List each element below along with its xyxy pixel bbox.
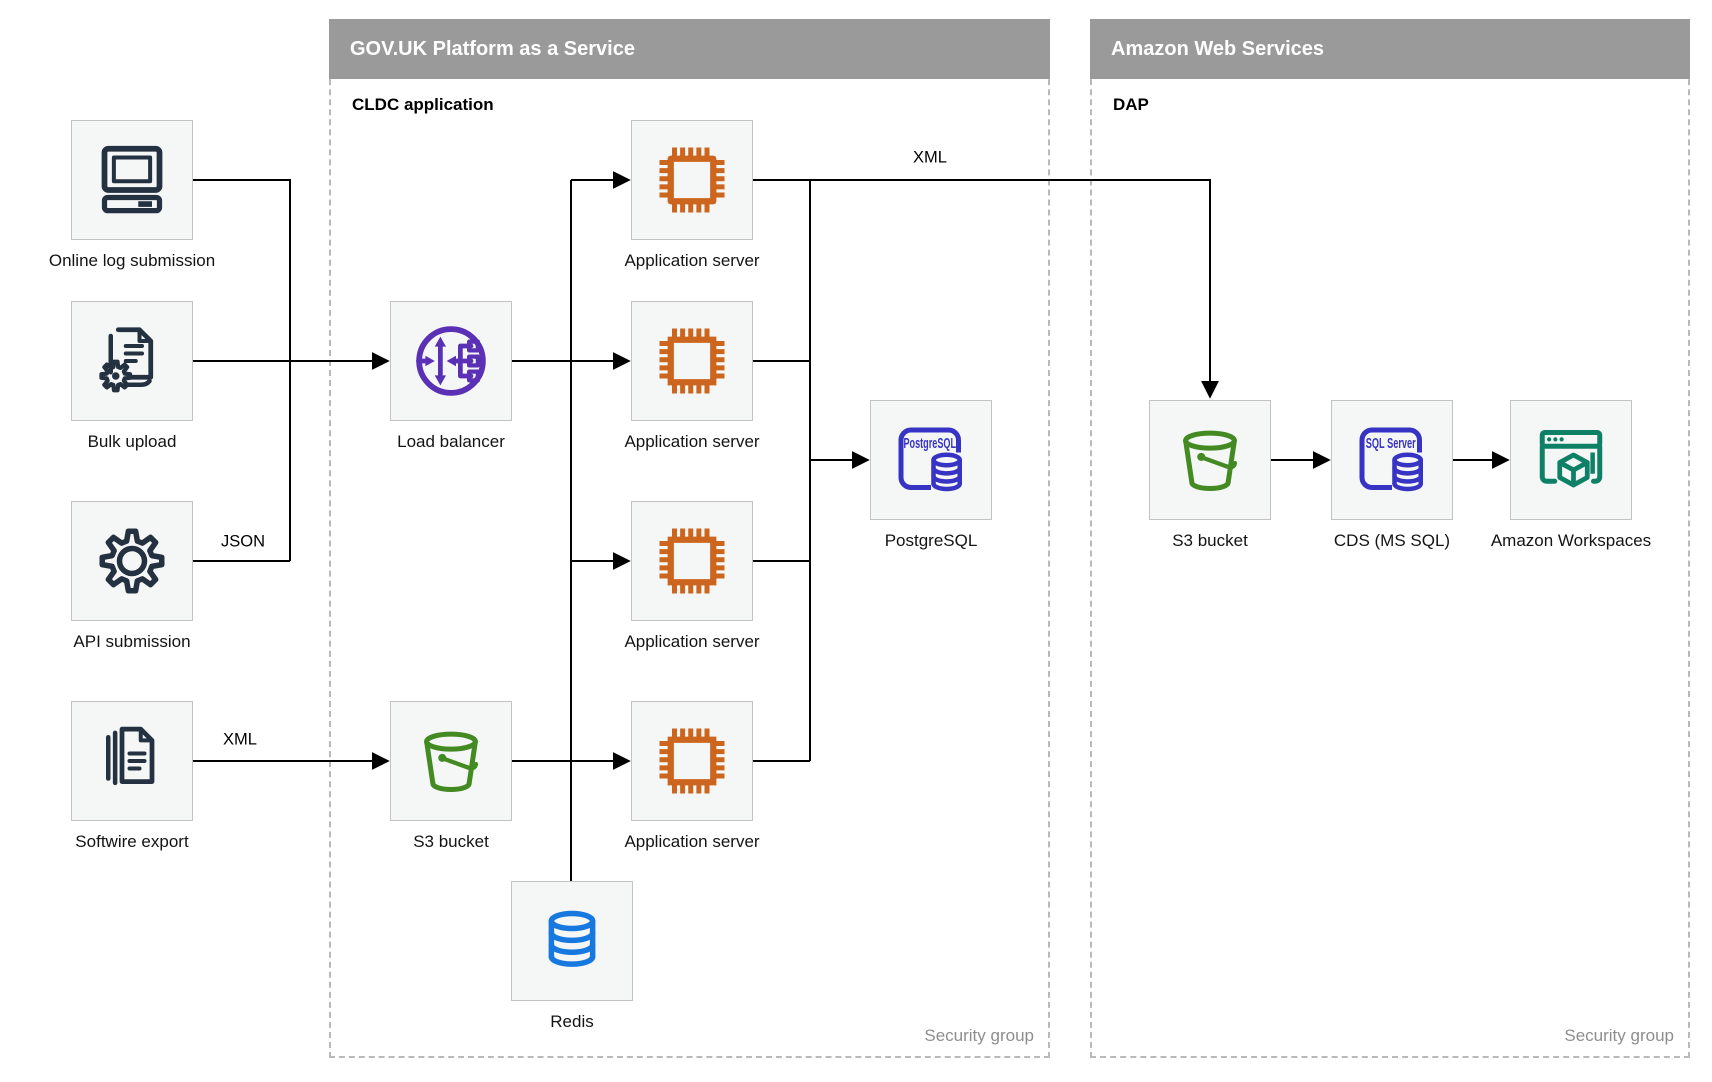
chip-icon xyxy=(659,147,725,213)
database-cylinder-icon xyxy=(548,910,596,967)
node-s3-bucket-paas: S3 bucket xyxy=(390,701,512,851)
panel-govuk-paas-title: GOV.UK Platform as a Service xyxy=(329,19,1050,79)
node-application-server-3: Application server xyxy=(624,501,760,651)
node-application-server-2: Application server xyxy=(624,301,760,451)
panel-govuk-paas: GOV.UK Platform as a Service CLDC applic… xyxy=(329,19,1050,1058)
node-label: Bulk upload xyxy=(87,432,177,451)
security-group-label: Security group xyxy=(1564,1026,1674,1045)
node-application-server-4: Application server xyxy=(624,701,760,851)
node-label: Amazon Workspaces xyxy=(1490,531,1652,550)
svg-text:SQL Server: SQL Server xyxy=(1366,436,1416,452)
bucket-icon xyxy=(424,731,479,792)
node-redis: Redis xyxy=(511,881,633,1031)
sql-server-database-icon: SQL Server xyxy=(1359,427,1425,492)
node-label: CDS (MS SQL) xyxy=(1333,531,1451,550)
node-label: Application server xyxy=(624,432,760,451)
edge-label-json: JSON xyxy=(220,532,266,551)
node-label: Softwire export xyxy=(75,832,189,851)
node-label: API submission xyxy=(73,632,191,651)
edge-label-xml: XML xyxy=(913,148,947,167)
node-s3-bucket-aws: S3 bucket xyxy=(1149,400,1271,550)
panel-aws-title: Amazon Web Services xyxy=(1090,19,1690,79)
chip-icon xyxy=(652,721,732,801)
load-balancer-icon xyxy=(416,326,486,396)
node-cds-ms-sql: SQL Server CDS (MS SQL) xyxy=(1331,400,1453,550)
node-label: Redis xyxy=(550,1012,594,1031)
workspaces-window-cube-icon xyxy=(1539,430,1603,488)
node-label: Application server xyxy=(624,832,760,851)
node-online-log-submission: Online log submission xyxy=(49,120,215,270)
postgresql-database-icon: PostgreSQL xyxy=(898,427,964,492)
edge-label-xml: XML xyxy=(223,730,257,749)
chip-icon xyxy=(652,521,732,601)
security-group-label: Security group xyxy=(924,1026,1034,1045)
node-label: Application server xyxy=(624,632,760,651)
node-api-submission: API submission xyxy=(71,501,193,651)
node-label: Application server xyxy=(624,251,760,270)
stacked-documents-icon xyxy=(106,726,155,786)
node-application-server-1: Application server xyxy=(624,120,760,270)
gear-icon xyxy=(99,528,165,594)
node-label: Online log submission xyxy=(48,251,216,270)
node-load-balancer: Load balancer xyxy=(390,301,512,451)
panel-aws-subtitle: DAP xyxy=(1113,95,1149,114)
bucket-icon xyxy=(1183,430,1238,491)
node-label: PostgreSQL xyxy=(884,531,978,550)
panel-govuk-paas-subtitle: CLDC application xyxy=(352,95,494,114)
node-label: Load balancer xyxy=(397,432,505,451)
node-label: S3 bucket xyxy=(1172,531,1248,550)
node-postgresql: PostgreSQL PostgreSQL xyxy=(870,400,992,550)
desktop-computer-icon xyxy=(101,145,163,214)
chip-icon xyxy=(652,321,732,401)
node-bulk-upload: Bulk upload xyxy=(71,301,193,451)
svg-text:PostgreSQL: PostgreSQL xyxy=(904,436,957,452)
node-label: S3 bucket xyxy=(413,832,489,851)
document-gear-icon xyxy=(99,327,154,393)
edge-online-log-to-merge xyxy=(193,179,291,561)
node-amazon-workspaces: Amazon Workspaces xyxy=(1491,400,1651,550)
node-softwire-export: Softwire export xyxy=(71,701,193,851)
panel-aws: Amazon Web Services DAP Security group xyxy=(1090,19,1690,1058)
